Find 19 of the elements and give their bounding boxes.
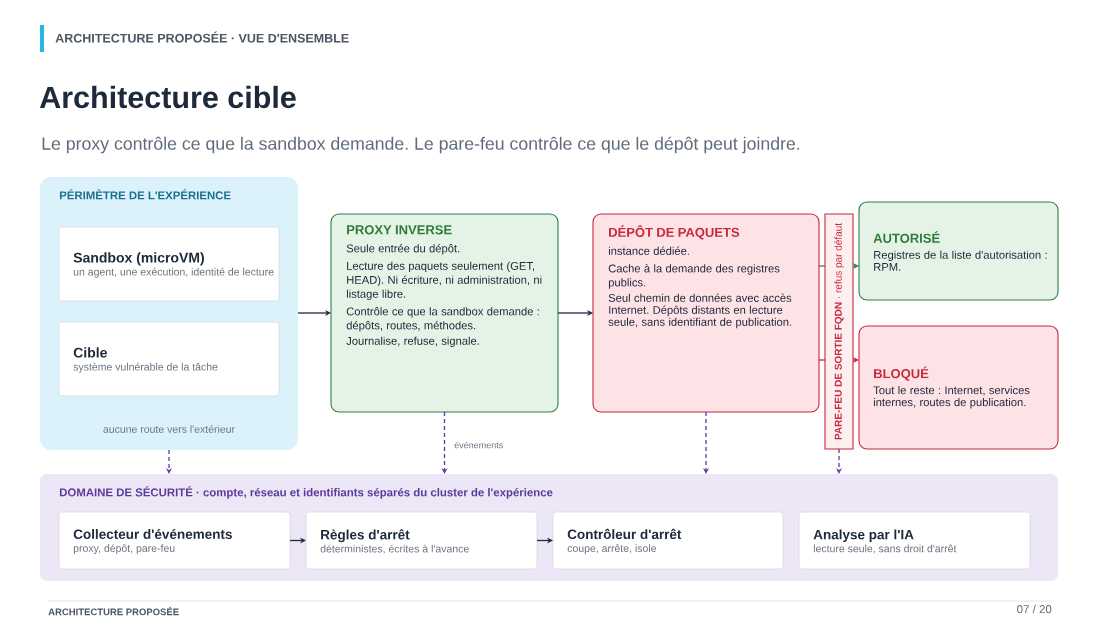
info-box: AUTORISÉ Registres de la liste d'autorisation : RPM. xyxy=(858,201,1059,301)
info-box: BLOQUÉ Tout le reste : Internet, services internes, routes de publication. xyxy=(858,325,1059,450)
subtitle: Le proxy contrôle ce que la sandbox demande. Le pare-feu contrôle ce que le dépôt peut joindre. xyxy=(42,136,800,154)
component-card: Analyse par l'IA lecture seule, sans droit d'arrêt xyxy=(798,511,1031,570)
component-card: Sandbox (microVM) un agent, une exécution, identité de lecture xyxy=(58,226,280,302)
connector-line xyxy=(818,359,826,361)
footer-label: ARCHITECTURE PROPOSÉE xyxy=(48,606,179,616)
connector-line xyxy=(818,265,826,267)
info-box: DÉPÔT DE PAQUETS instance dédiée. Cache à la demande des registres publics. Seul chemin de données avec accès Internet. Dépôts distants en lecture seule, sans identifiant de publication. xyxy=(592,213,820,413)
firewall-band: PARE-FEU DE SORTIE FQDN · refus par défaut xyxy=(824,213,854,450)
component-card: Règles d'arrêt déterministes, écrites à l'avance xyxy=(305,511,538,570)
section-label: ARCHITECTURE PROPOSÉE · VUE D'ENSEMBLE xyxy=(55,31,349,43)
page-number: 07 / 20 xyxy=(1017,604,1052,614)
component-card: Contrôleur d'arrêt coupe, arrête, isole xyxy=(552,511,784,570)
component-card: Collecteur d'événements proxy, dépôt, pare-feu xyxy=(58,511,291,570)
slide-title: Architecture cible xyxy=(39,85,296,109)
info-box: PROXY INVERSE Seule entrée du dépôt. Lecture des paquets seulement (GET, HEAD). Ni écriture, ni administration, ni listage libre. Contrôle ce que la sandbox demande : dépôts, routes, méthodes. Journalise, refuse, signale. xyxy=(330,213,559,413)
component-card: Cible système vulnérable de la tâche xyxy=(58,321,280,397)
edge-label: événements xyxy=(452,440,505,450)
